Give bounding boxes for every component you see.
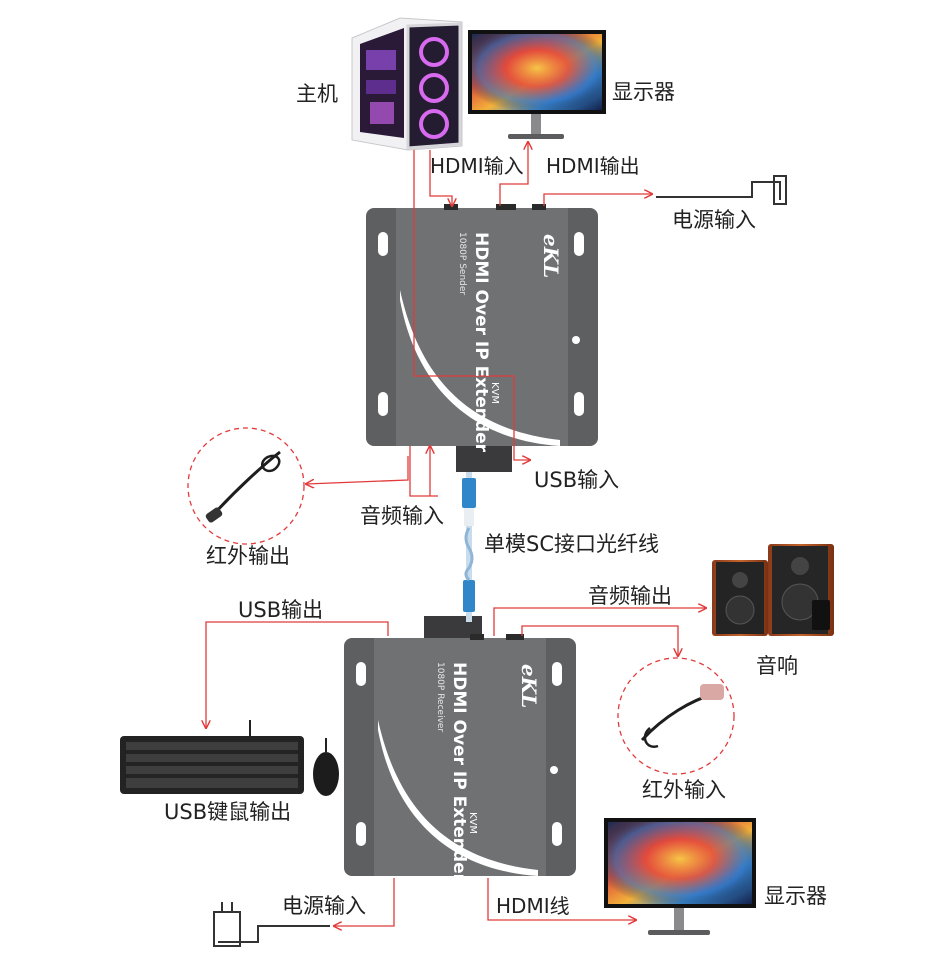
receiver-spec: 1080P Receiver xyxy=(435,662,445,732)
label-power-top: 电源输入 xyxy=(672,208,756,232)
label-keyboard-mouse: USB键鼠输出 xyxy=(164,800,292,824)
ir-out-icon xyxy=(187,427,305,545)
receiver-title: HDMI Over IP Extender xyxy=(449,662,469,883)
sender-title: HDMI Over IP Extender xyxy=(471,232,491,453)
label-host: 主机 xyxy=(296,82,338,106)
label-fiber: 单模SC接口光纤线 xyxy=(484,532,659,556)
label-ir-out: 红外输出 xyxy=(206,544,290,568)
label-hdmi-cable: HDMI线 xyxy=(496,894,570,918)
extender-receiver xyxy=(344,616,576,876)
monitor-top-icon xyxy=(468,30,606,139)
extender-sender xyxy=(366,204,598,472)
power-plug-top-icon xyxy=(656,175,787,205)
label-audio-in: 音频输入 xyxy=(360,504,444,528)
monitor-bottom-icon xyxy=(604,818,756,935)
sender-brand: eKL xyxy=(539,234,563,278)
ir-in-icon xyxy=(617,657,735,775)
label-usb-in: USB输入 xyxy=(534,468,620,492)
label-monitor-bottom: 显示器 xyxy=(764,884,827,908)
sender-spec: 1080P Sender xyxy=(457,232,467,295)
keyboard-mouse-icon xyxy=(120,720,339,796)
label-hdmi-in: HDMI输入 xyxy=(430,154,524,178)
label-usb-out: USB输出 xyxy=(238,598,324,622)
receiver-brand: eKL xyxy=(517,664,541,708)
fiber-cable-icon xyxy=(462,472,476,622)
label-hdmi-out: HDMI输出 xyxy=(546,154,640,178)
host-pc-icon xyxy=(351,17,463,151)
sender-subtitle: KVM xyxy=(489,382,500,404)
label-audio-out: 音频输出 xyxy=(588,584,672,608)
label-monitor-top: 显示器 xyxy=(612,80,675,104)
connection-lines xyxy=(206,142,706,926)
label-power-bottom: 电源输入 xyxy=(282,894,366,918)
label-ir-in: 红外输入 xyxy=(642,778,726,802)
receiver-subtitle: KVM xyxy=(467,812,478,834)
speakers-icon xyxy=(712,544,834,636)
power-plug-bottom-icon xyxy=(213,902,330,947)
label-speakers: 音响 xyxy=(756,654,798,678)
